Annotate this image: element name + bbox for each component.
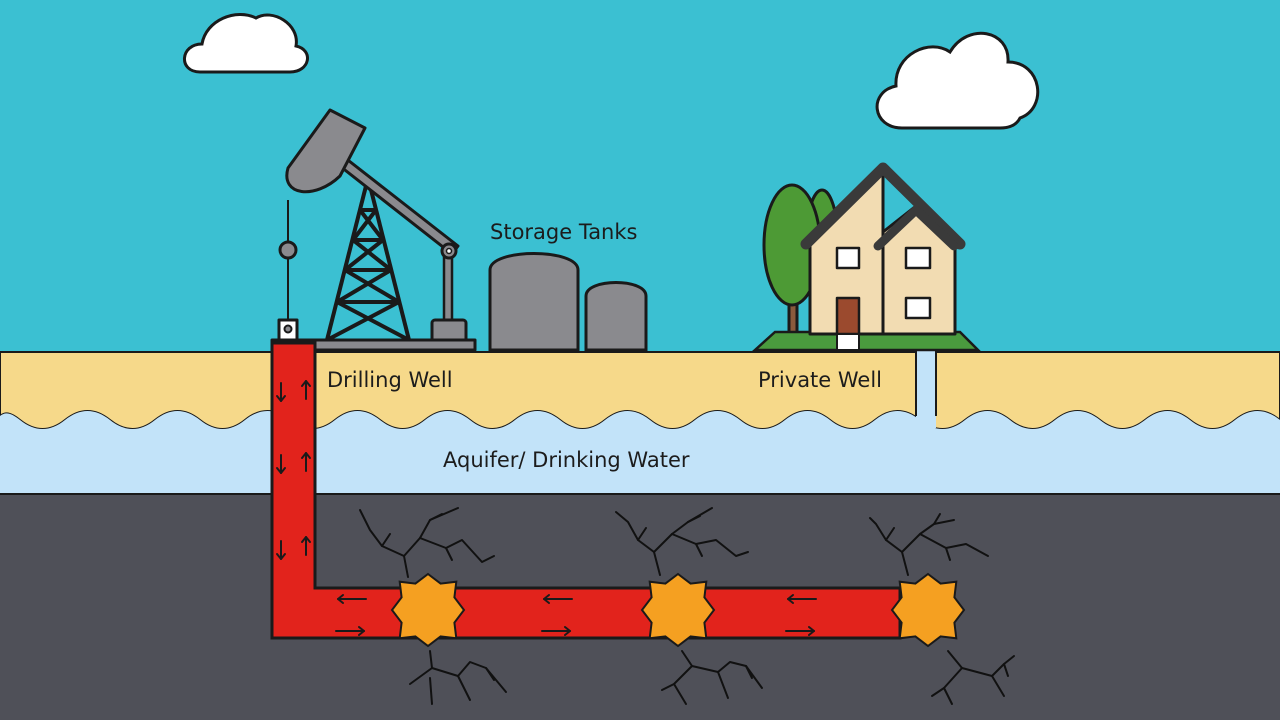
cloud-icon (183, 12, 309, 74)
flow-arrow-icon (276, 380, 817, 636)
explosion-icon (890, 572, 966, 648)
aquifer-layer (0, 411, 1280, 494)
private-well-label: Private Well (758, 368, 883, 392)
fracture-icon (359, 507, 1015, 705)
pumpjack-icon (270, 108, 477, 352)
storage-tank-icon (488, 252, 580, 352)
explosion-icon (390, 572, 466, 648)
cloud-icon (875, 31, 1040, 130)
aquifer-label: Aquifer/ Drinking Water (443, 448, 690, 472)
explosion-icon (640, 572, 716, 648)
drilling-well-label: Drilling Well (327, 368, 453, 392)
storage-tank-icon (584, 281, 648, 352)
private-well-shaft (916, 350, 936, 428)
grass-mound (751, 330, 982, 352)
house-icon (800, 162, 966, 351)
storage-tanks-label: Storage Tanks (490, 220, 638, 244)
